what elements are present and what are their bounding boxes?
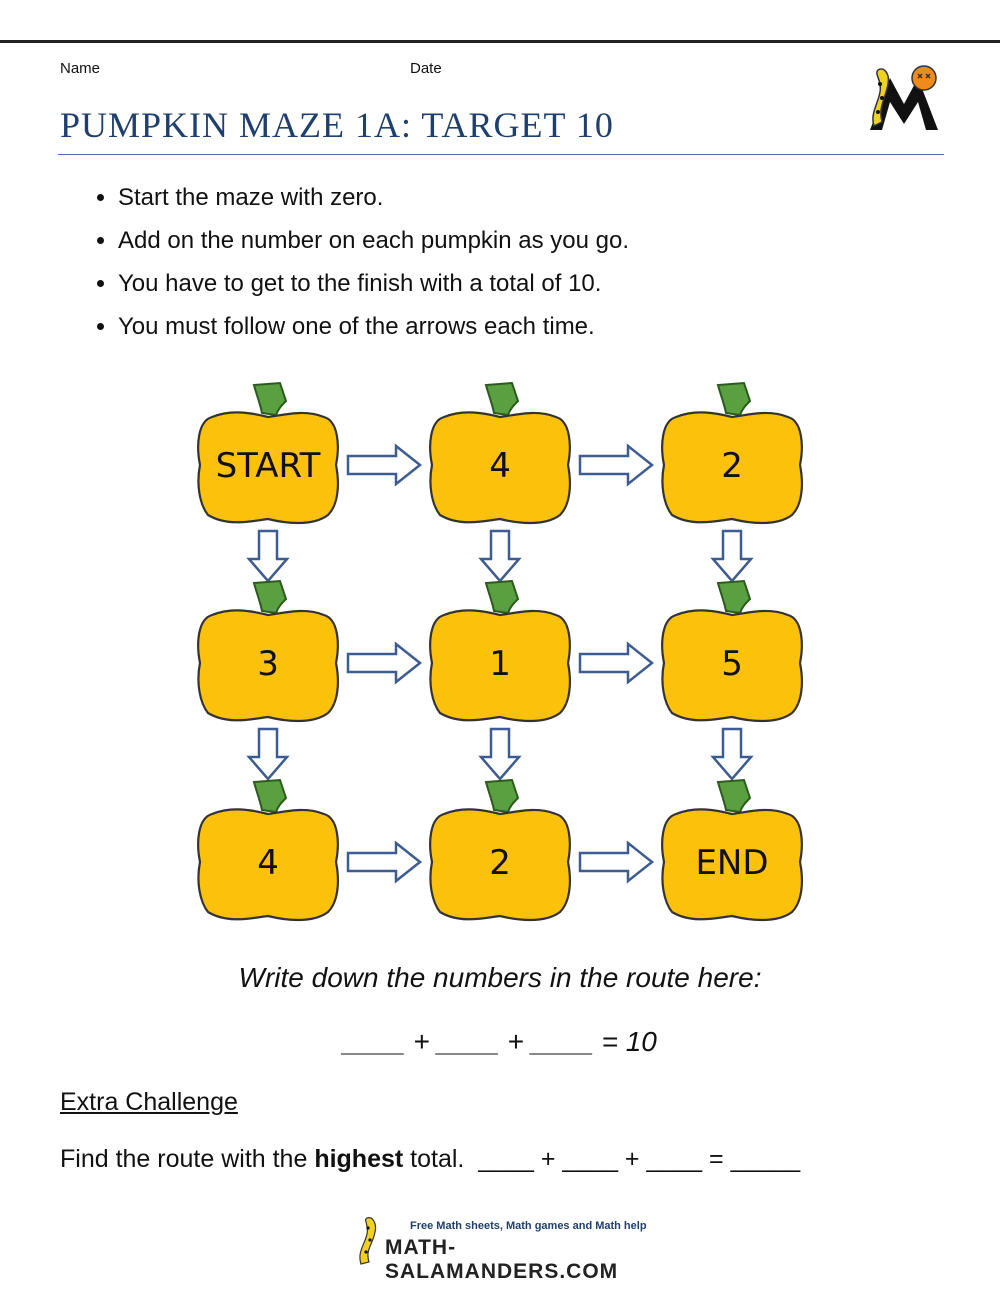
pumpkin-body — [661, 609, 803, 723]
pumpkin-body — [197, 411, 339, 525]
pumpkin-body — [197, 808, 339, 922]
pumpkin-body — [429, 411, 571, 525]
pumpkin: 4 — [197, 778, 339, 922]
pumpkin: 3 — [197, 579, 339, 723]
extra-challenge-text: Find the route with the highest total. _… — [60, 1145, 800, 1174]
instruction-item: You must follow one of the arrows each t… — [118, 305, 629, 348]
pumpkin-stem-icon — [484, 778, 520, 814]
footer-salamander-icon — [359, 1217, 377, 1265]
pumpkin-label: START — [216, 446, 321, 486]
pumpkin-body — [661, 411, 803, 525]
pumpkin-stem-icon — [716, 778, 752, 814]
pumpkin-stem-icon — [716, 381, 752, 417]
pumpkin-body — [429, 808, 571, 922]
pumpkin: 4 — [429, 381, 571, 525]
top-rule — [0, 40, 1000, 43]
pumpkin-label: 5 — [721, 644, 743, 684]
arrow-down-icon — [478, 529, 522, 583]
arrow-right-icon — [578, 840, 655, 884]
route-prompt: Write down the numbers in the route here… — [238, 962, 762, 993]
pumpkin-stem-icon — [716, 579, 752, 615]
pumpkin-label: 2 — [721, 446, 743, 486]
pumpkin-stem-icon — [252, 381, 288, 417]
extra-challenge-heading: Extra Challenge — [60, 1088, 238, 1116]
footer-site: MATH-SALAMANDERS.COM — [385, 1236, 619, 1283]
pumpkin-label: 4 — [257, 843, 279, 883]
pumpkin-stem-icon — [252, 579, 288, 615]
arrow-right-icon — [346, 840, 423, 884]
pumpkin-stem-icon — [252, 778, 288, 814]
route-equation: ____ + ____ + ____ = 10 — [343, 1026, 657, 1057]
pumpkin-label: 1 — [489, 644, 511, 684]
pumpkin-body — [197, 609, 339, 723]
pumpkin-label: 4 — [489, 446, 511, 486]
pumpkin: END — [661, 778, 803, 922]
pumpkin-label: 2 — [489, 843, 511, 883]
date-label: Date — [410, 60, 442, 77]
pumpkin: 2 — [661, 381, 803, 525]
instruction-item: You have to get to the finish with a tot… — [118, 262, 629, 305]
arrow-right-icon — [346, 641, 423, 685]
arrow-right-icon — [578, 443, 655, 487]
arrow-right-icon — [578, 641, 655, 685]
pumpkin-body — [661, 808, 803, 922]
pumpkin-stem-icon — [484, 579, 520, 615]
pumpkin-label: 3 — [257, 644, 279, 684]
pumpkin-body — [429, 609, 571, 723]
pumpkin-stem-icon — [484, 381, 520, 417]
arrow-right-icon — [346, 443, 423, 487]
name-label: Name — [60, 60, 101, 77]
instruction-item: Start the maze with zero. — [118, 176, 629, 219]
title-rule — [58, 154, 944, 155]
extra-challenge-suffix: total. ____ + ____ + ____ = _____ — [403, 1145, 801, 1173]
page-title: PUMPKIN MAZE 1A: TARGET 10 — [60, 105, 614, 145]
arrow-down-icon — [246, 529, 290, 583]
instruction-item: Add on the number on each pumpkin as you… — [118, 219, 629, 262]
pumpkin: 5 — [661, 579, 803, 723]
pumpkin: 1 — [429, 579, 571, 723]
pumpkin: START — [197, 381, 339, 525]
pumpkin-label: END — [695, 843, 768, 883]
pumpkin: 2 — [429, 778, 571, 922]
extra-challenge-prefix: Find the route with the — [60, 1145, 315, 1173]
footer-logo: Free Math sheets, Math games and Math he… — [355, 1214, 655, 1283]
arrow-down-icon — [246, 727, 290, 781]
arrow-down-icon — [710, 727, 754, 781]
salamander-logo — [870, 65, 938, 130]
footer-tagline: Free Math sheets, Math games and Math he… — [410, 1220, 647, 1232]
arrow-down-icon — [710, 529, 754, 583]
instruction-list: Start the maze with zero. Add on the num… — [60, 176, 629, 348]
arrow-down-icon — [478, 727, 522, 781]
extra-challenge-emphasis: highest — [314, 1145, 404, 1173]
